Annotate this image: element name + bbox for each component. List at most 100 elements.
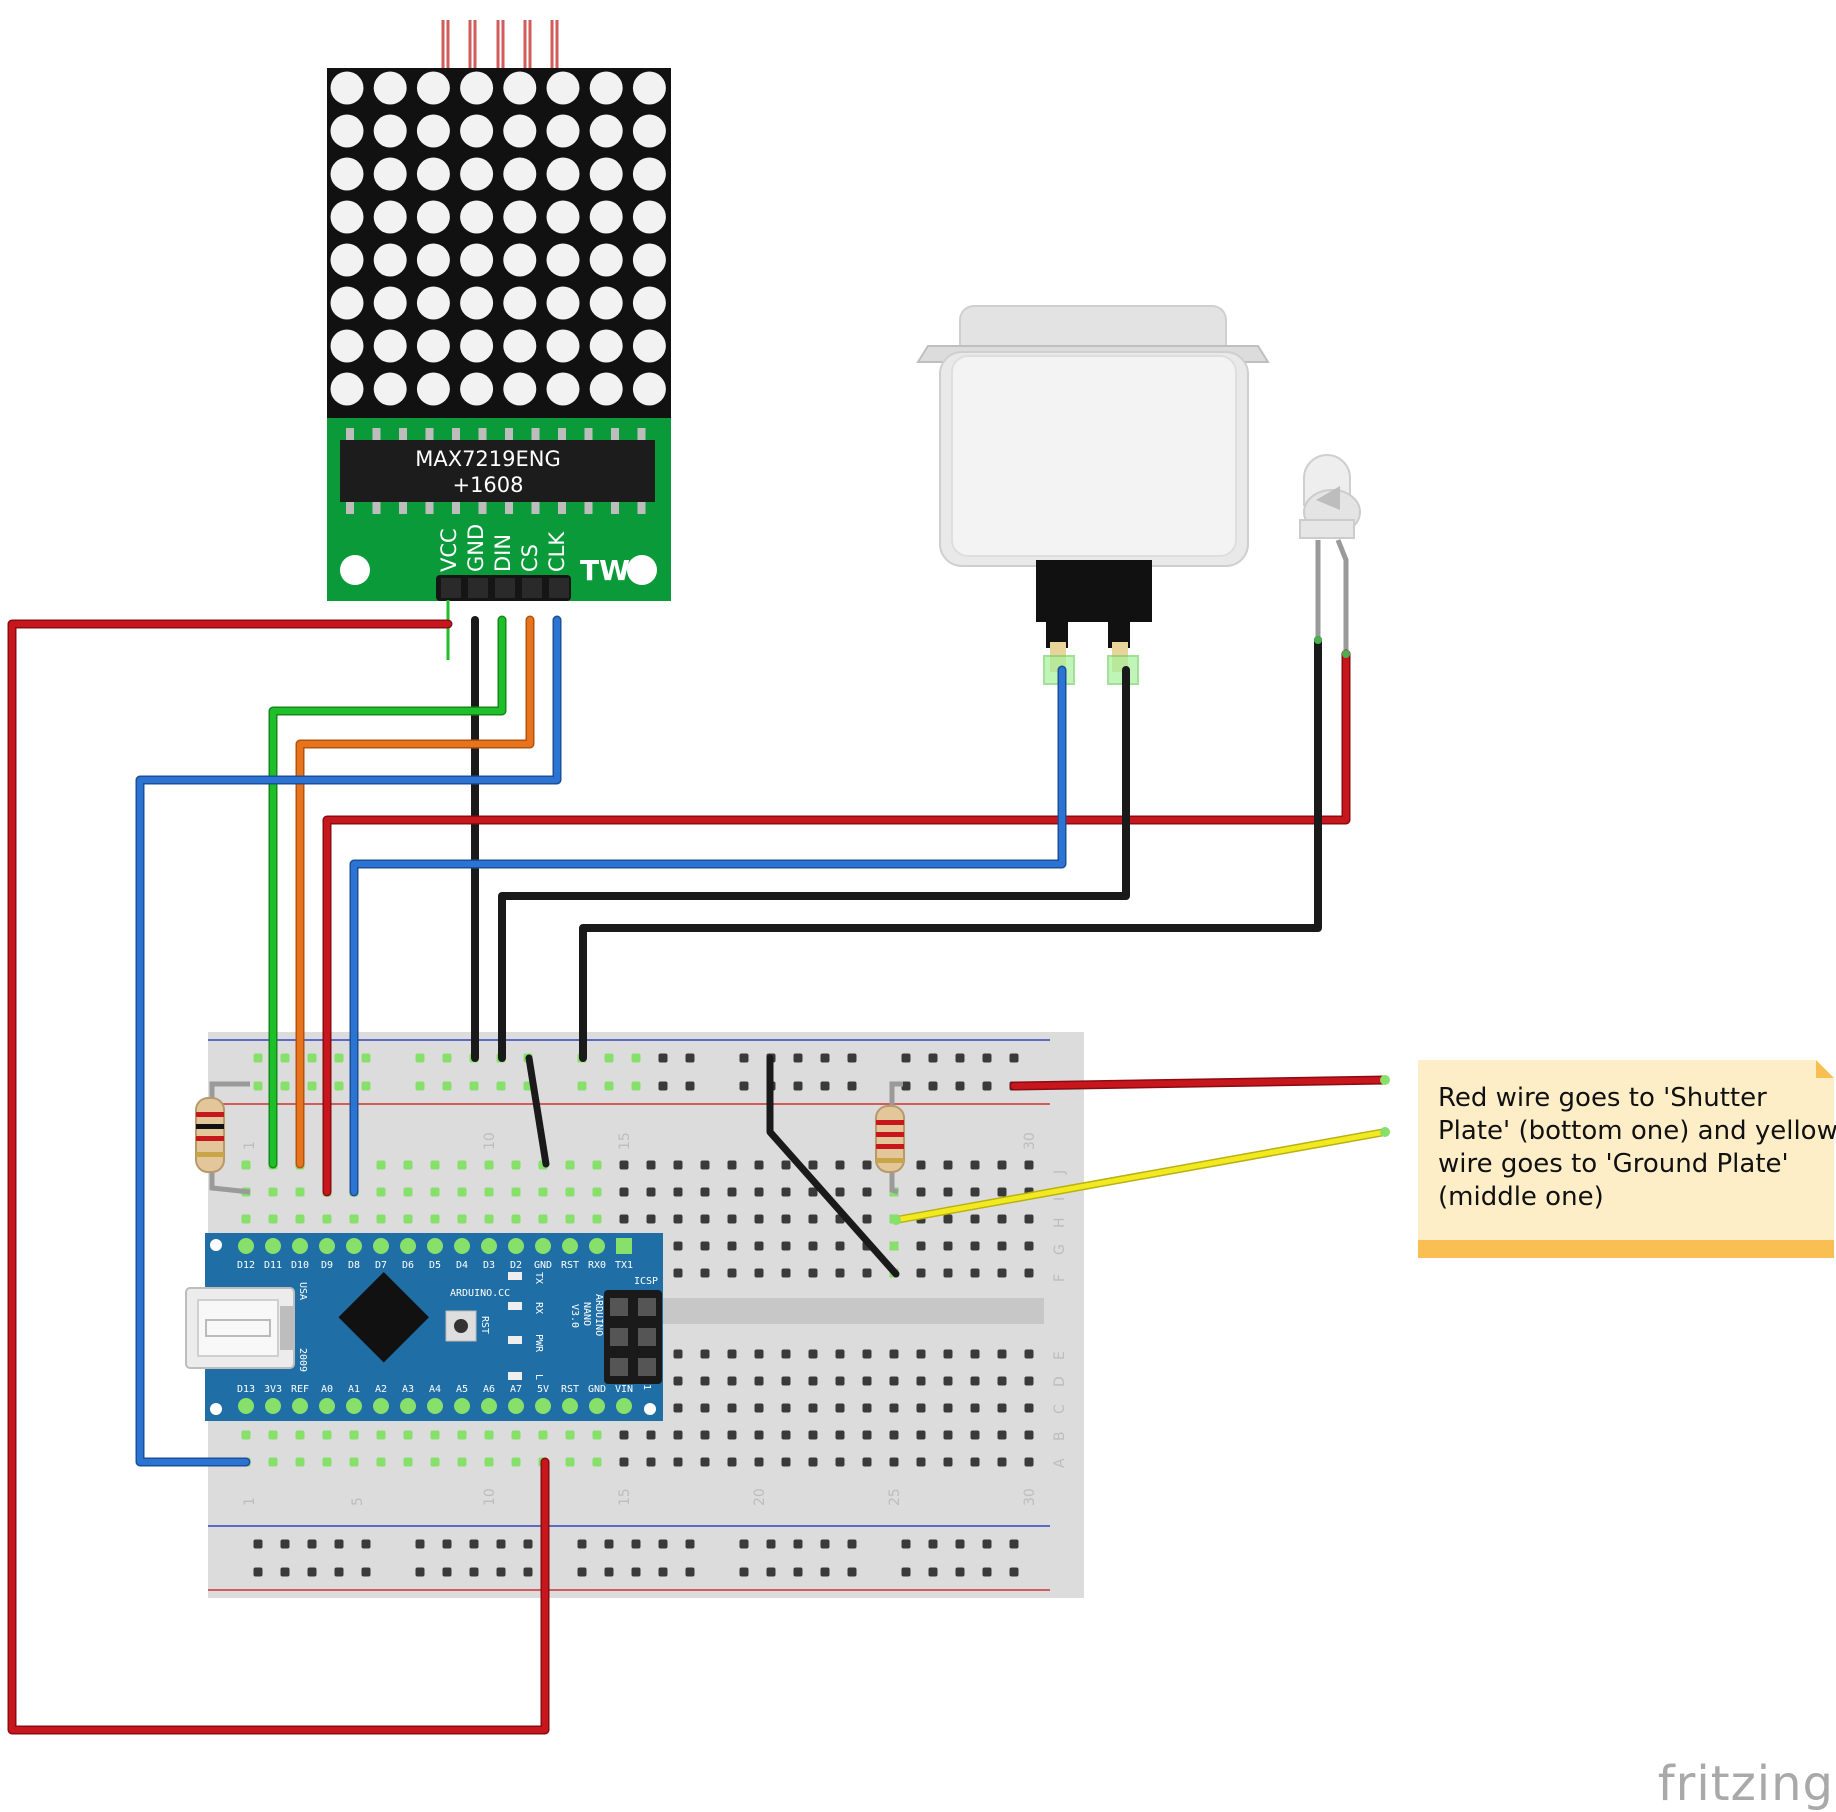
breadboard-hole — [442, 1567, 452, 1577]
breadboard-hole — [793, 1081, 803, 1091]
mount-hole-left — [340, 555, 370, 585]
breadboard-hole — [727, 1160, 737, 1170]
breadboard-hole — [658, 1567, 668, 1577]
matrix-led — [373, 114, 407, 148]
reset-button-cap — [454, 1319, 468, 1333]
breadboard-hole — [415, 1081, 425, 1091]
breadboard-hole — [241, 1214, 251, 1224]
breadboard-hole — [469, 1567, 479, 1577]
nano-top-pin-label: TX1 — [615, 1260, 633, 1271]
breadboard-hole — [349, 1457, 359, 1467]
chip-leg — [425, 428, 434, 442]
breadboard-hole — [253, 1081, 263, 1091]
breadboard-hole — [916, 1268, 926, 1278]
nano-pad — [535, 1238, 551, 1254]
matrix-led — [589, 372, 623, 406]
breadboard-hole — [835, 1187, 845, 1197]
breadboard-hole — [334, 1053, 344, 1063]
breadboard-hole — [1024, 1403, 1034, 1413]
matrix-led — [373, 372, 407, 406]
breadboard-hole — [700, 1160, 710, 1170]
breadboard-hole — [889, 1403, 899, 1413]
rst-label: RST — [479, 1316, 490, 1334]
breadboard-hole — [646, 1430, 656, 1440]
breadboard-hole — [754, 1376, 764, 1386]
breadboard-hole — [820, 1567, 830, 1577]
breadboard-hole — [673, 1214, 683, 1224]
breadboard-hole — [658, 1081, 668, 1091]
breadboard-hole — [727, 1268, 737, 1278]
matrix-led — [330, 114, 364, 148]
breadboard-hole — [619, 1430, 629, 1440]
breadboard-hole — [1024, 1349, 1034, 1359]
matrix-led — [503, 157, 537, 191]
matrix-led — [632, 71, 666, 105]
matrix-led — [416, 71, 450, 105]
matrix-led — [503, 329, 537, 363]
breadboard-hole — [1024, 1268, 1034, 1278]
breadboard-hole — [496, 1539, 506, 1549]
chip-legs — [346, 428, 646, 514]
breadboard-hole — [430, 1187, 440, 1197]
breadboard-hole — [685, 1081, 695, 1091]
breadboard-hole — [754, 1403, 764, 1413]
nano-top-pin-label: D9 — [321, 1260, 333, 1271]
max7219-chip — [340, 440, 655, 502]
svg-text:E: E — [1052, 1351, 1068, 1360]
resistor-left — [195, 1081, 251, 1195]
breadboard-hole — [376, 1160, 386, 1170]
breadboard-hole — [253, 1539, 263, 1549]
breadboard-hole — [565, 1187, 575, 1197]
breadboard-hole — [268, 1187, 278, 1197]
breadboard-hole — [700, 1457, 710, 1467]
breadboard-hole — [862, 1376, 872, 1386]
breadboard-hole — [862, 1268, 872, 1278]
svg-text:G: G — [1052, 1244, 1068, 1255]
breadboard-hole — [604, 1053, 614, 1063]
matrix-led — [503, 114, 537, 148]
nano-pad — [319, 1398, 335, 1414]
breadboard-hole — [997, 1349, 1007, 1359]
breadboard-hole — [808, 1187, 818, 1197]
breadboard-hole — [955, 1567, 965, 1577]
breadboard-hole — [889, 1376, 899, 1386]
nano-pad — [481, 1398, 497, 1414]
breadboard-hole — [469, 1539, 479, 1549]
matrix-led — [330, 71, 364, 105]
breadboard-hole — [862, 1457, 872, 1467]
chip-leg — [399, 428, 407, 442]
breadboard-hole — [376, 1214, 386, 1224]
matrix-led — [330, 286, 364, 320]
breadboard-hole — [970, 1241, 980, 1251]
breadboard-hole — [781, 1214, 791, 1224]
breadboard-hole — [754, 1349, 764, 1359]
breadboard-hole — [511, 1160, 521, 1170]
svg-text:RX: RX — [533, 1302, 544, 1314]
breadboard-hole — [754, 1268, 764, 1278]
matrix-led — [589, 286, 623, 320]
matrix-led — [373, 286, 407, 320]
breadboard-hole — [322, 1214, 332, 1224]
breadboard-hole — [646, 1457, 656, 1467]
breadboard-hole — [484, 1214, 494, 1224]
breadboard-hole — [808, 1241, 818, 1251]
nano-hole-bl — [210, 1403, 222, 1415]
breadboard-hole — [808, 1430, 818, 1440]
breadboard-hole — [700, 1268, 710, 1278]
breadboard-hole — [592, 1457, 602, 1467]
breadboard-hole — [565, 1457, 575, 1467]
brand-tw: TW — [580, 554, 630, 587]
breadboard-hole — [970, 1187, 980, 1197]
pin-label-gnd: GND — [464, 524, 488, 572]
nano-pad — [292, 1238, 308, 1254]
svg-text:B: B — [1052, 1431, 1068, 1441]
matrix-led — [546, 114, 580, 148]
matrix-led — [416, 372, 450, 406]
breadboard-hole — [361, 1567, 371, 1577]
nano-hole-tl — [210, 1239, 222, 1251]
breadboard-hole — [403, 1187, 413, 1197]
breadboard-hole — [862, 1214, 872, 1224]
breadboard-hole — [928, 1053, 938, 1063]
breadboard-hole — [901, 1567, 911, 1577]
